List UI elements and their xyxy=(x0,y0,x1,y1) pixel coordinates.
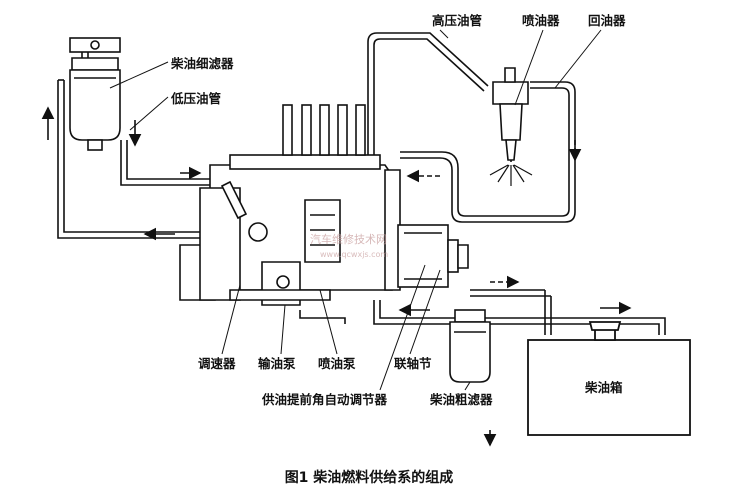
spray-lines xyxy=(489,164,533,186)
label-coupling: 联轴节 xyxy=(394,356,432,371)
watermark-text: 汽车维修技术网 xyxy=(310,232,387,246)
label-fine-filter: 柴油细滤器 xyxy=(170,56,234,71)
tank-supply-pipe xyxy=(379,300,666,335)
high-pressure-pipe xyxy=(367,32,489,160)
fuel-tank xyxy=(527,321,691,436)
coupling-advance-device xyxy=(397,224,469,288)
fuel-pipes xyxy=(57,32,666,335)
label-tank: 柴油箱 xyxy=(584,380,623,395)
watermark-url: www.qcwxjs.com xyxy=(320,250,388,259)
label-coarse-filter: 柴油粗滤器 xyxy=(429,392,493,407)
label-advance-device: 供油提前角自动调节器 xyxy=(261,392,388,407)
label-feed-pump: 输油泵 xyxy=(258,356,296,371)
fine-filter xyxy=(69,37,121,151)
leader-lines xyxy=(109,29,602,391)
label-high-pressure-pipe: 高压油管 xyxy=(432,13,482,28)
label-low-pressure-pipe: 低压油管 xyxy=(170,91,221,106)
label-governor: 调速器 xyxy=(198,356,236,371)
injector xyxy=(492,67,529,162)
figure-caption: 图1 柴油燃料供给系的组成 xyxy=(285,469,454,486)
coarse-filter xyxy=(449,309,491,383)
label-injection-pump: 喷油泵 xyxy=(318,356,356,371)
injection-pump xyxy=(179,104,401,306)
label-return-pipe: 回油器 xyxy=(588,13,626,28)
return-pipe xyxy=(400,81,576,223)
flow-arrows xyxy=(41,106,632,447)
low-pressure-pipe xyxy=(120,140,210,186)
label-injector: 喷油器 xyxy=(522,13,560,28)
